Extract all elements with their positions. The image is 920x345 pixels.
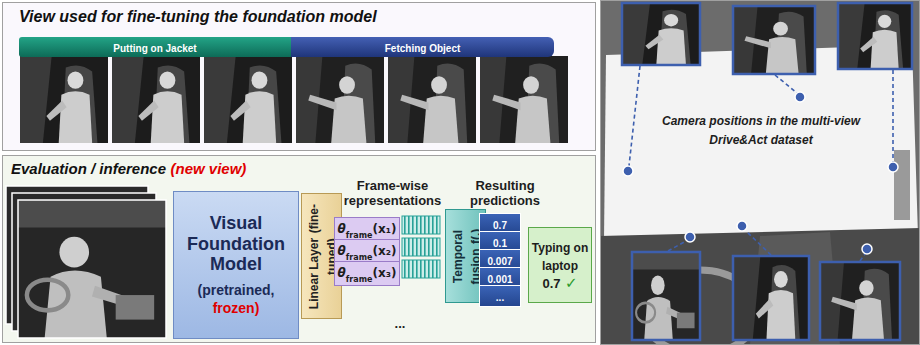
text-line: (pretrained, [197, 281, 274, 299]
feature-vector [402, 216, 440, 234]
text-line: Evaluation / inference (new view) [11, 160, 451, 178]
thumbnail-frame [838, 3, 912, 69]
car-interior [600, 0, 920, 345]
text-line: Visual Foundation Model [178, 213, 294, 275]
model-box-text: Visual Foundation Model [187, 213, 285, 274]
camera-dots [623, 92, 898, 254]
annotation-label: Resulting predictions [466, 179, 544, 209]
rotated-text: Temporal fusion f(.) [448, 213, 483, 299]
camera-dot [888, 162, 898, 172]
representation-box-text: (x₁) [372, 222, 396, 236]
camera-dot [737, 221, 747, 231]
score-box-text: ... [496, 292, 504, 303]
text-line: frozen) [213, 299, 260, 317]
representation-box-text: frame [346, 275, 373, 284]
camera-thumbnail [622, 3, 700, 65]
phase-band: Fetching Object [291, 37, 554, 57]
text-line: θframe(x₂) [338, 241, 397, 261]
result-box-text: ✓ [565, 274, 578, 292]
score-box-text: 0.7 [493, 220, 507, 231]
panel-ground [2, 155, 596, 343]
text-line: θframe(x₁) [338, 219, 397, 239]
score-box-text: 0.001 [487, 274, 512, 285]
phase-band: Putting on Jacket [19, 37, 291, 57]
text-line: θframe(x₃) [338, 263, 397, 283]
thumbnail-frame [632, 252, 700, 340]
camera-dot [795, 92, 805, 102]
training-photo [112, 56, 200, 143]
thumbnail-frame [820, 262, 900, 340]
text-line: ... [496, 287, 504, 305]
leader-lines [629, 66, 893, 261]
text-line: 0.7 ✓ [542, 274, 577, 292]
panel-ground [2, 2, 596, 151]
phase-band-text: Fetching Object [385, 43, 461, 54]
dashboard [600, 228, 920, 345]
representation-box: θframe(x₃) [334, 261, 400, 286]
leader-line [668, 241, 686, 251]
training-photo [296, 56, 384, 143]
panel-caption: Camera positions in the multi-view Drive… [600, 0, 920, 345]
text-line: Typing on laptop [531, 238, 589, 274]
training-photo [204, 56, 292, 143]
score-box: ... [479, 285, 521, 307]
representation-box-text: (x₂) [372, 244, 396, 258]
title-block: Evaluation / inference (new view) [11, 160, 451, 178]
text-line: Putting on Jacket [113, 38, 196, 56]
camera-dot [685, 232, 695, 242]
thumbnail-frame [733, 256, 809, 340]
text-line: Fetching Object [385, 38, 461, 56]
result-box-text: Typing on laptop [532, 241, 588, 273]
photo-frame [18, 200, 166, 338]
annotation-label: Frame-wise representations [330, 179, 455, 209]
feature-vector [402, 238, 440, 256]
leader-line [629, 66, 640, 166]
leader-line [860, 254, 865, 261]
panel-title-text: Evaluation / inference [11, 160, 166, 177]
training-photo [20, 56, 108, 143]
camera-thumbnail [632, 252, 700, 340]
result-box-text: 0.7 [542, 276, 560, 291]
representation-box-text: θ [338, 266, 346, 280]
layer-box-text: Linear Layer [307, 237, 321, 308]
text-line: Camera positions in the multi-view Drive… [649, 111, 873, 148]
text-line: View used for fine-tuning the foundation… [19, 8, 459, 26]
representation-box-text: θ [338, 244, 346, 258]
leader-line [746, 231, 771, 255]
camera-thumbnail [733, 6, 815, 74]
camera-dot [623, 166, 633, 176]
title-block: Camera positions in the multi-view Drive… [649, 111, 873, 148]
score-box-text: 0.007 [487, 256, 512, 267]
model-box-text: frozen) [213, 300, 260, 316]
leader-line [775, 75, 797, 93]
camera-thumbnail [733, 256, 809, 340]
side-pillar [894, 150, 910, 220]
training-photo [480, 56, 568, 143]
camera-thumbnail [820, 262, 900, 340]
representation-box-text: (x₃) [372, 266, 396, 280]
thumbnail-frames [622, 3, 912, 340]
thumbnail-frame [622, 3, 700, 65]
panel-title-text: View used for fine-tuning the foundation… [19, 8, 377, 25]
model-box: Visual Foundation Model (pretrained, froze… [173, 191, 299, 339]
panel-title-text: (new view) [171, 160, 247, 177]
camera-thumbnail [838, 3, 912, 69]
representation-box-text: θ [338, 222, 346, 236]
model-box-text: (pretrained, [197, 282, 274, 298]
panel-title: View used for fine-tuning the foundation… [2, 2, 596, 151]
result-box: Typing on laptop0.7 ✓ [528, 227, 592, 303]
inference-photo [18, 200, 166, 338]
panel-caption-text: Camera positions in the multi-view Drive… [662, 114, 860, 147]
text-line: Temporal fusion f(.) [448, 213, 483, 299]
score-box-text: 0.1 [493, 238, 507, 249]
thumbnail-frame [733, 6, 815, 74]
feature-vector [402, 260, 440, 278]
phase-band-text: Putting on Jacket [113, 43, 196, 54]
annotation-label: ... [378, 316, 422, 331]
camera-dot [862, 244, 872, 254]
title-block: View used for fine-tuning the foundation… [19, 8, 459, 26]
leader-line [892, 70, 894, 162]
training-photo [388, 56, 476, 143]
